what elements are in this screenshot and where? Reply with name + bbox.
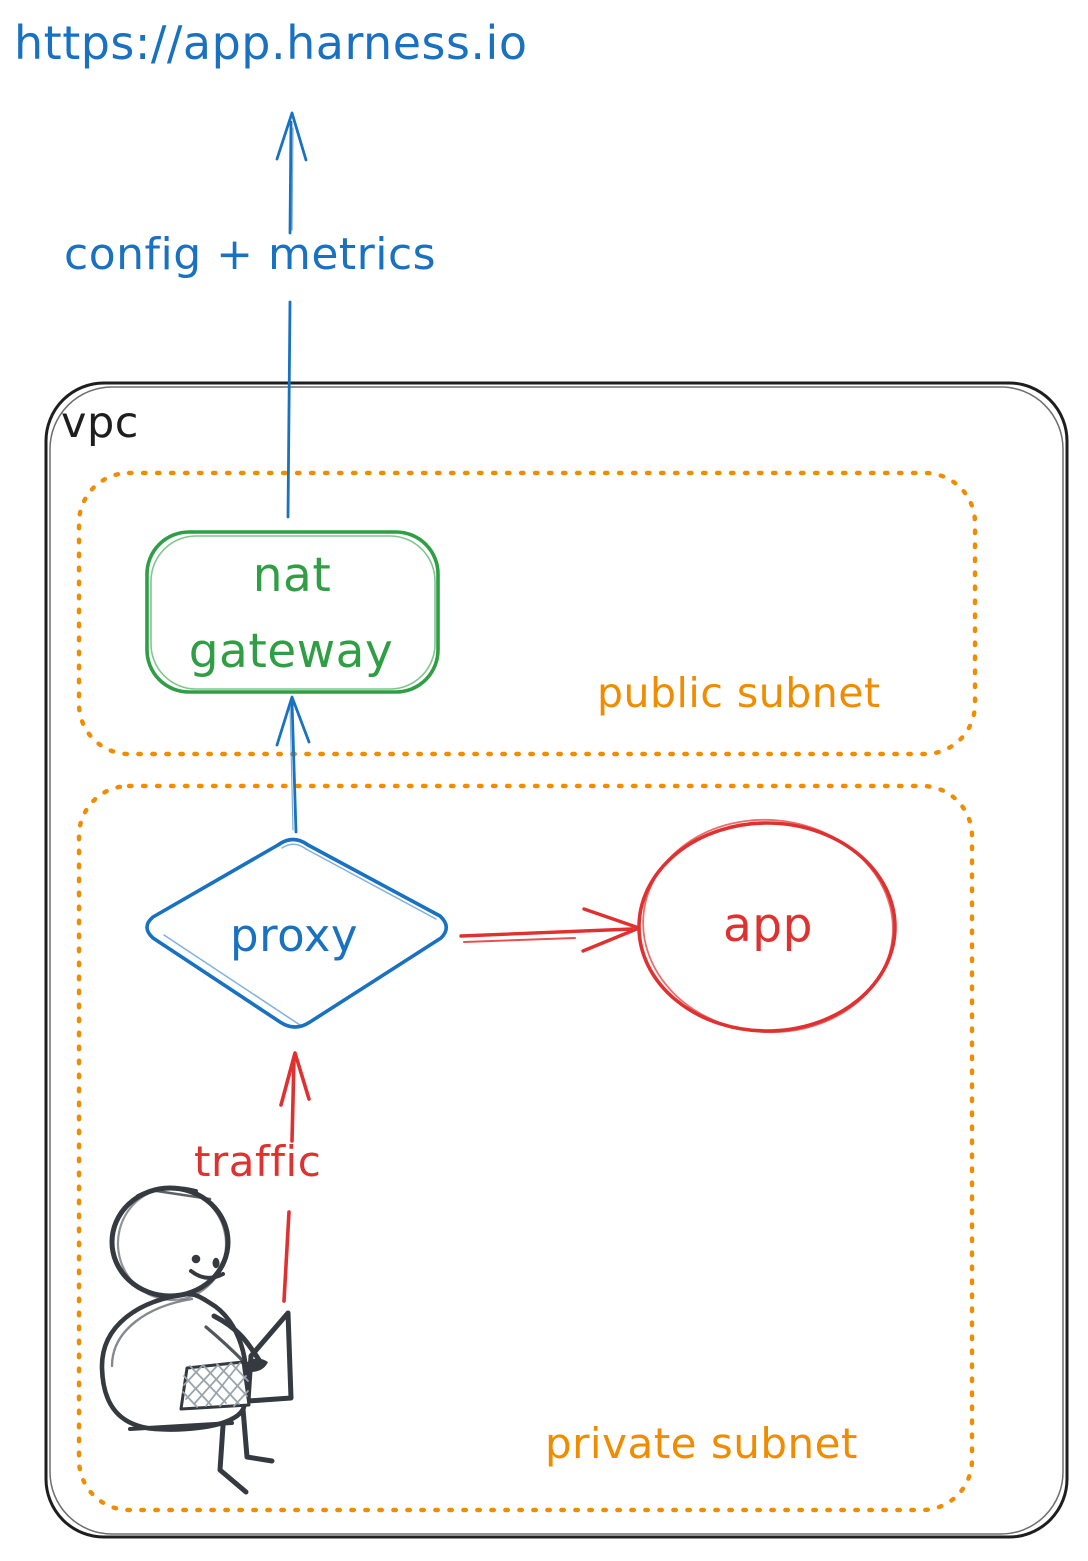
- nat-gateway-border: [145, 530, 440, 694]
- person-smile: [189, 1269, 225, 1280]
- vpc-box: [44, 381, 1069, 1539]
- person-leg-front: [217, 1408, 249, 1495]
- arrow-head-up: [275, 695, 311, 747]
- app-circle-sketch-echo: [642, 818, 894, 1034]
- proxy-diamond-border: [145, 837, 449, 1029]
- person-hair-strand: [148, 1188, 212, 1201]
- person-leg-back: [240, 1406, 275, 1464]
- nat-gateway-border-sketch-echo: [150, 535, 436, 690]
- public-subnet-label: public subnet: [597, 669, 881, 717]
- proxy-label: proxy: [230, 909, 358, 962]
- proxy-diamond-sketch-echo: [163, 843, 437, 1026]
- public-subnet-border: [76, 470, 978, 757]
- person-torso: [99, 1291, 249, 1432]
- laptop-keyboard-crosshatch: [182, 1362, 249, 1408]
- person-torso-sketch-echo: [110, 1297, 194, 1368]
- arrow-head-up: [279, 1051, 311, 1107]
- private-subnet-label: private subnet: [545, 1419, 858, 1468]
- vpc-border-sketch-echo: [49, 386, 1064, 1535]
- arrow-head-up: [275, 111, 308, 162]
- person-eye-right: [212, 1257, 220, 1269]
- traffic-label: traffic: [194, 1137, 322, 1186]
- url-label: https://app.harness.io: [14, 16, 528, 70]
- person-figure: [99, 1185, 294, 1495]
- nat-gateway-label-line1: nat: [252, 548, 332, 603]
- person-eye-left: [191, 1254, 201, 1264]
- nat-gateway-box: [145, 530, 440, 694]
- private-subnet-border: [76, 783, 975, 1513]
- arrow-proxy-to-nat: [275, 695, 311, 834]
- arrow-head-right: [581, 907, 641, 953]
- app-label: app: [723, 898, 813, 953]
- nat-gateway-label-line2: gateway: [188, 624, 394, 679]
- vpc-label: vpc: [61, 398, 139, 448]
- arrow-traffic: [279, 1051, 311, 1303]
- arrow-proxy-to-app: [459, 907, 641, 953]
- person-seat-line: [128, 1421, 234, 1431]
- person-hair: [136, 1185, 198, 1198]
- proxy-diamond: [145, 837, 449, 1029]
- vpc-border: [44, 381, 1069, 1539]
- person-hand: [245, 1358, 268, 1373]
- arrow-config-metrics: [275, 111, 308, 519]
- config-metrics-label: config + metrics: [64, 229, 437, 280]
